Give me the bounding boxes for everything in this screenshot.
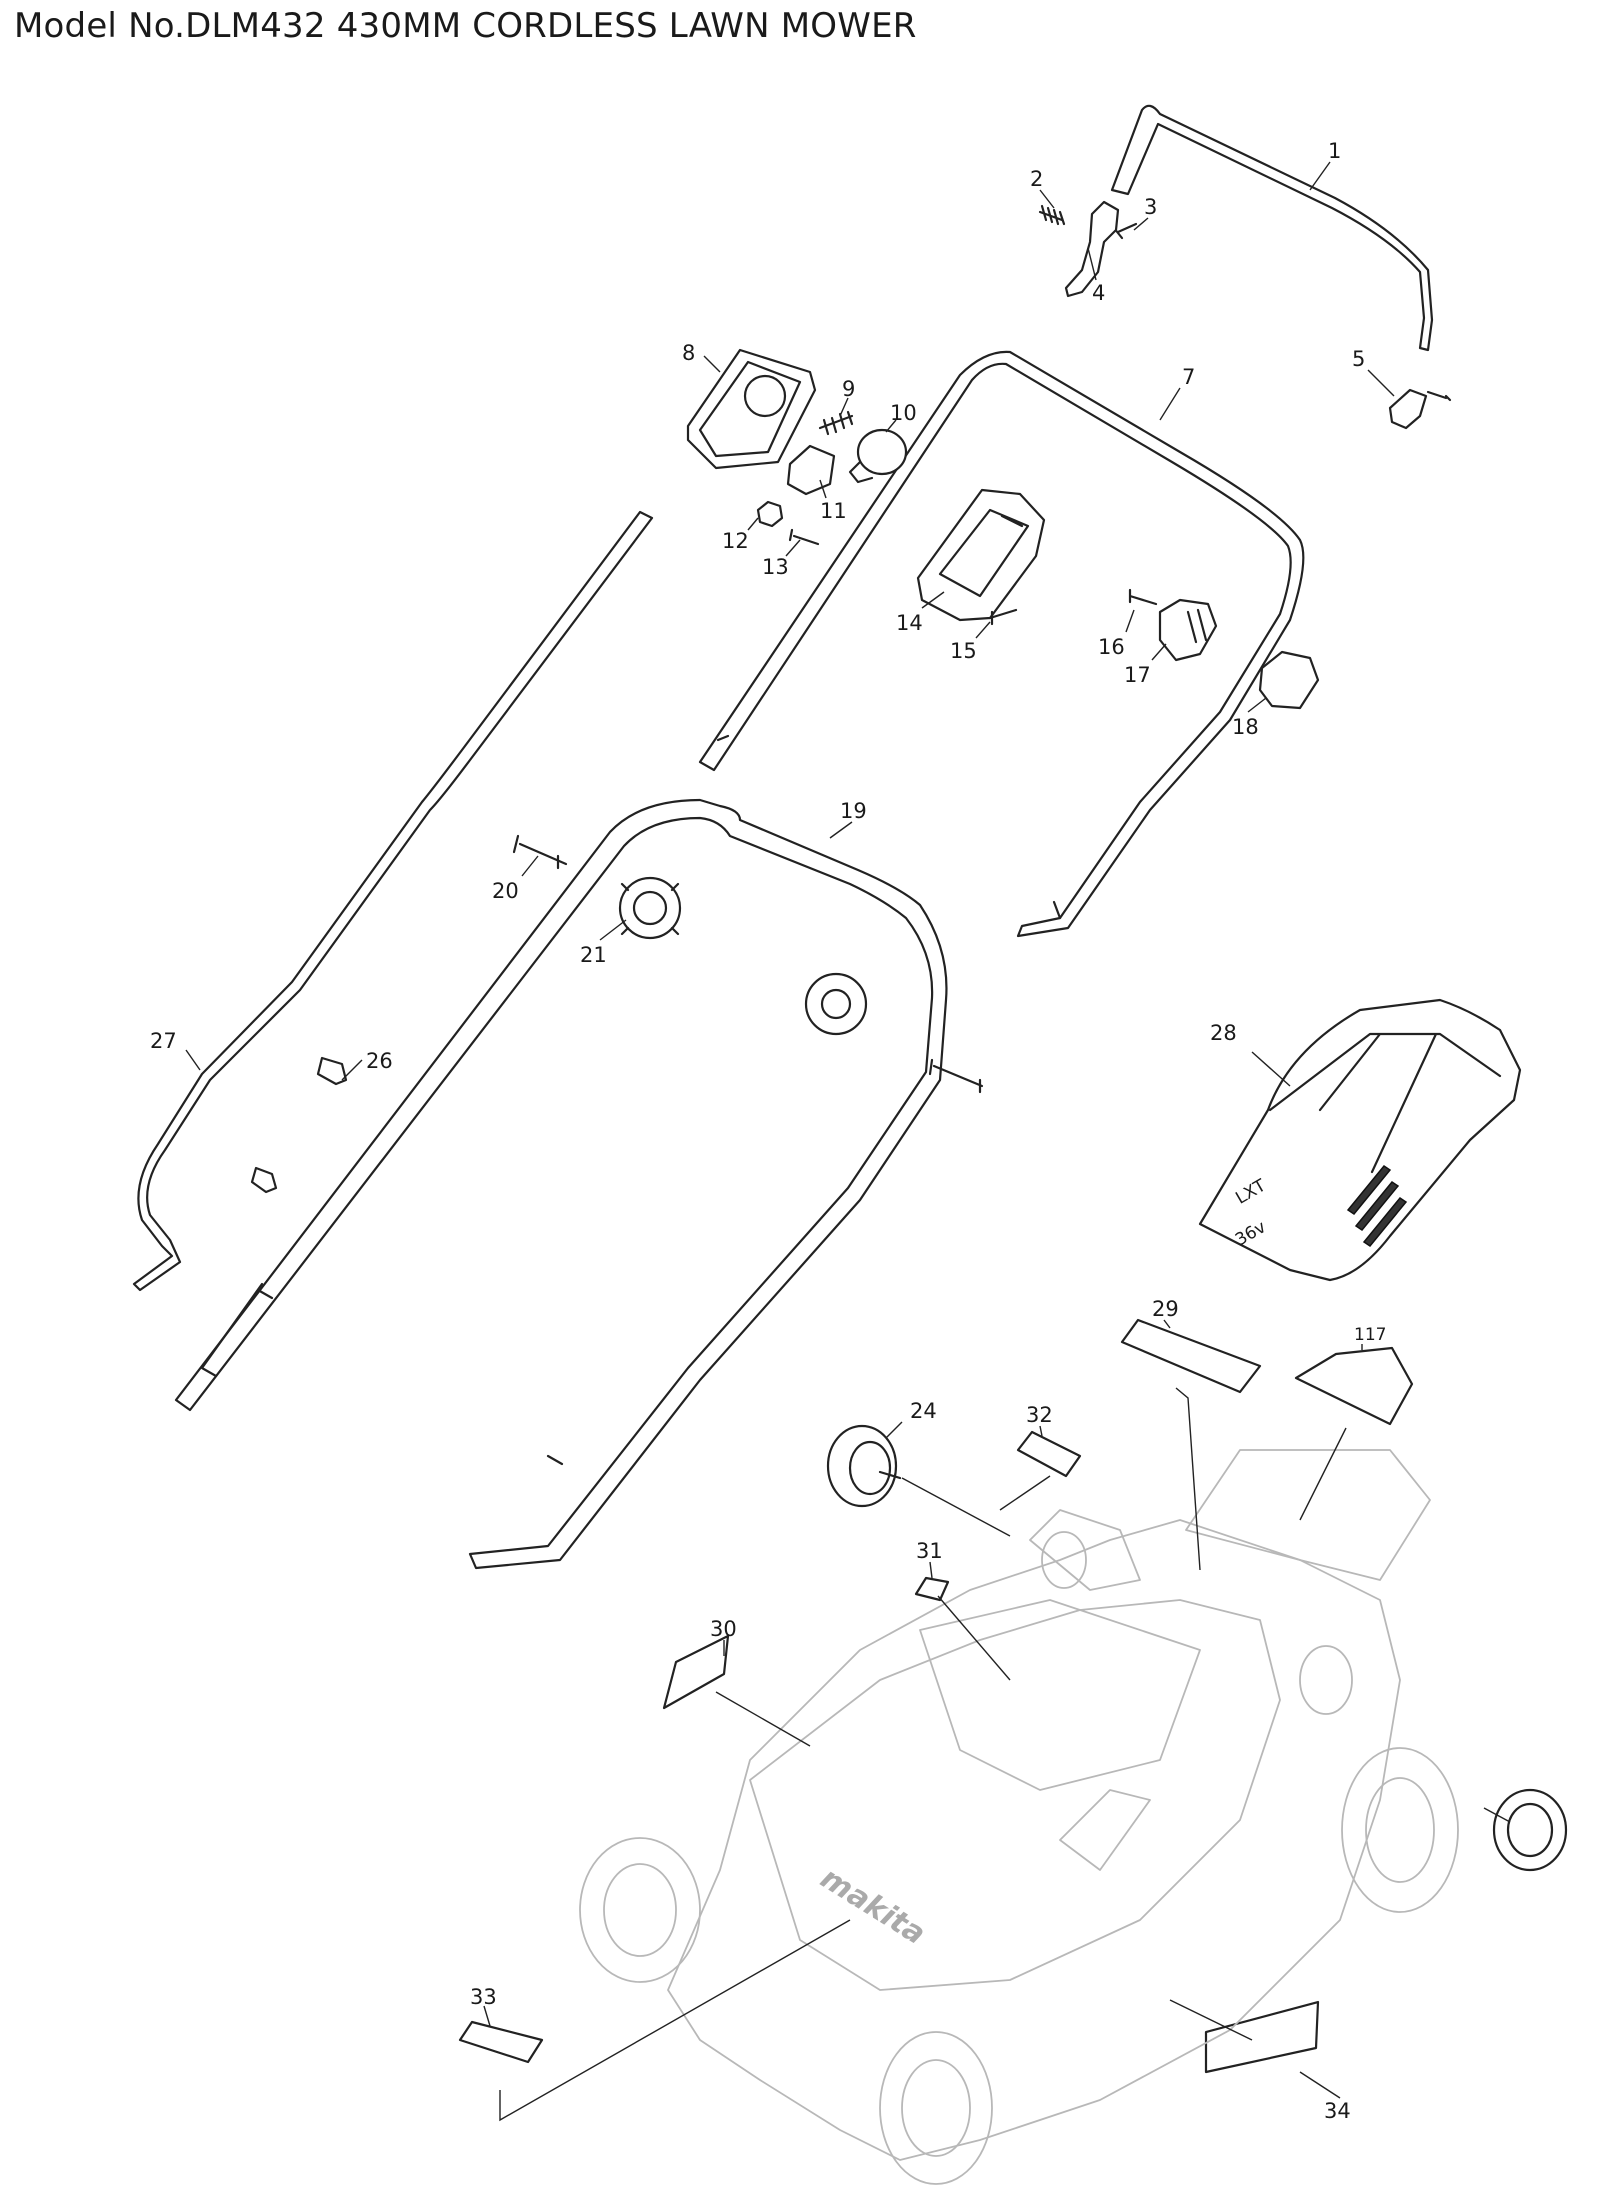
part-15-screw <box>988 608 1018 626</box>
part-31-label <box>914 1576 950 1602</box>
part-33-label <box>458 2020 544 2064</box>
part-21-knob <box>618 876 682 940</box>
callout-17: 17 <box>1124 663 1151 687</box>
part-10-button <box>848 428 908 484</box>
part-28-battery-cover: 36v LXT <box>1198 998 1522 1282</box>
deck-logo: makita <box>814 1861 931 1952</box>
callout-12: 12 <box>722 529 749 553</box>
callout-33: 33 <box>470 1985 497 2009</box>
part-8-switch-box <box>686 348 817 470</box>
page-title: Model No.DLM432 430MM CORDLESS LAWN MOWE… <box>14 6 917 46</box>
callout-19: 19 <box>840 799 867 823</box>
callout-1: 1 <box>1328 139 1341 163</box>
part-26-pin <box>316 1056 348 1086</box>
part-17-clip <box>1158 598 1218 662</box>
callout-4: 4 <box>1092 281 1105 305</box>
callout-7: 7 <box>1182 365 1195 389</box>
callout-29: 29 <box>1152 1297 1179 1321</box>
part-11-block <box>786 444 836 496</box>
part-19-lower-handle <box>174 798 948 1570</box>
part-14-battery-holder <box>916 488 1046 622</box>
part-20-bolt <box>512 834 568 870</box>
callout-27: 27 <box>150 1029 177 1053</box>
callout-14: 14 <box>896 611 923 635</box>
part-7-upper-handle <box>698 350 1305 938</box>
callout-8: 8 <box>682 341 695 365</box>
callout-31: 31 <box>916 1539 943 1563</box>
part-12-nut <box>756 500 784 528</box>
part-1-lever-bar <box>1110 104 1434 352</box>
callout-15: 15 <box>950 639 977 663</box>
callout-24: 24 <box>910 1399 937 1423</box>
part-4-switch-lever <box>1064 200 1120 298</box>
part-34-label <box>1204 2000 1320 2074</box>
knob-unlabeled <box>804 972 868 1036</box>
part-18-knob <box>1258 650 1320 710</box>
side-wheel-right <box>1492 1788 1568 1872</box>
callout-labels: 1 2 3 4 5 7 8 9 10 11 12 13 14 15 16 17 … <box>150 139 1386 2123</box>
callout-117: 117 <box>1354 1325 1386 1345</box>
part-24-rear-wheel <box>826 1424 902 1508</box>
callout-28: 28 <box>1210 1021 1237 1045</box>
callout-21: 21 <box>580 943 607 967</box>
callout-10: 10 <box>890 401 917 425</box>
callout-32: 32 <box>1026 1403 1053 1427</box>
part-32-label <box>1016 1430 1082 1478</box>
bolt-unlabeled <box>928 1058 984 1094</box>
callout-11: 11 <box>820 499 847 523</box>
part-16-screw <box>1128 588 1158 606</box>
callout-18: 18 <box>1232 715 1259 739</box>
callout-2: 2 <box>1030 167 1043 191</box>
callout-16: 16 <box>1098 635 1125 659</box>
callout-3: 3 <box>1144 195 1157 219</box>
callout-5: 5 <box>1352 347 1365 371</box>
callout-9: 9 <box>842 377 855 401</box>
callout-20: 20 <box>492 879 519 903</box>
part-2-spring <box>1038 204 1066 226</box>
leader-lines <box>185 161 1511 2122</box>
part-9-spring <box>818 410 854 436</box>
part-117-label <box>1294 1346 1414 1426</box>
pin-unlabeled <box>250 1166 278 1194</box>
callout-13: 13 <box>762 555 789 579</box>
callout-34: 34 <box>1324 2099 1351 2123</box>
part-5-clamp <box>1388 388 1452 430</box>
part-13-screw <box>788 528 820 546</box>
callout-30: 30 <box>710 1617 737 1641</box>
callout-26: 26 <box>366 1049 393 1073</box>
part-30-label <box>662 1634 730 1710</box>
part-27-rod <box>132 510 654 1292</box>
mower-deck-ghost: makita <box>579 1449 1459 2185</box>
part-29-label <box>1120 1318 1262 1394</box>
